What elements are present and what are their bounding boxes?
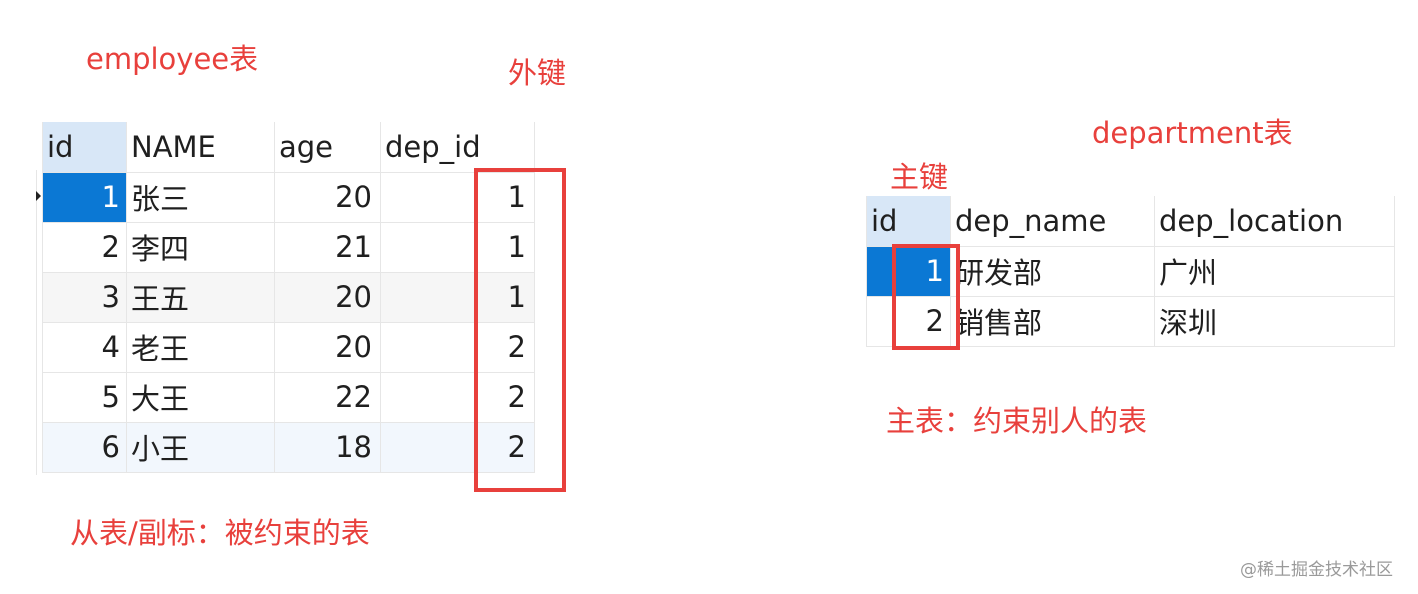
column-header-name[interactable]: NAME <box>126 122 275 173</box>
cell-age[interactable]: 20 <box>274 321 381 373</box>
column-header-id[interactable]: id <box>42 122 127 173</box>
department-table: id dep_name dep_location 1 研发部 广州 2 销售部 … <box>866 196 1395 347</box>
cell-age[interactable]: 20 <box>274 171 381 223</box>
cell-age[interactable]: 18 <box>274 421 381 473</box>
watermark: @稀土掘金技术社区 <box>1240 560 1393 580</box>
department-header-row: id dep_name dep_location <box>866 196 1395 247</box>
cell-id[interactable]: 2 <box>866 295 951 347</box>
cell-dep-id[interactable]: 2 <box>380 371 535 423</box>
cell-id[interactable]: 3 <box>42 271 127 323</box>
primary-key-label: 主键 <box>890 160 949 194</box>
cell-age[interactable]: 22 <box>274 371 381 423</box>
employee-header-row: id NAME age dep_id <box>42 122 535 173</box>
cell-id[interactable]: 4 <box>42 321 127 373</box>
table-row[interactable]: 1 研发部 广州 <box>866 245 1395 297</box>
employee-table-title: employee表 <box>86 42 259 76</box>
cell-name[interactable]: 大王 <box>126 371 275 423</box>
table-row[interactable]: 2 李四 21 1 <box>42 221 535 273</box>
table-row[interactable]: 2 销售部 深圳 <box>866 295 1395 347</box>
cell-name[interactable]: 王五 <box>126 271 275 323</box>
column-header-dep-location[interactable]: dep_location <box>1154 196 1395 247</box>
cell-dep-id[interactable]: 1 <box>380 221 535 273</box>
employee-grid-left-edge <box>36 170 37 475</box>
cell-dep-name[interactable]: 研发部 <box>950 245 1155 297</box>
cell-dep-location[interactable]: 广州 <box>1154 245 1395 297</box>
column-header-id[interactable]: id <box>866 196 951 247</box>
cell-id[interactable]: 6 <box>42 421 127 473</box>
cell-name[interactable]: 老王 <box>126 321 275 373</box>
cell-dep-location[interactable]: 深圳 <box>1154 295 1395 347</box>
column-header-dep-name[interactable]: dep_name <box>950 196 1155 247</box>
cell-age[interactable]: 20 <box>274 271 381 323</box>
cell-name[interactable]: 小王 <box>126 421 275 473</box>
table-row[interactable]: 5 大王 22 2 <box>42 371 535 423</box>
table-row[interactable]: 4 老王 20 2 <box>42 321 535 373</box>
table-row[interactable]: 1 张三 20 1 <box>42 171 535 223</box>
cell-name[interactable]: 李四 <box>126 221 275 273</box>
cell-id[interactable]: 2 <box>42 221 127 273</box>
cell-id[interactable]: 5 <box>42 371 127 423</box>
cell-id[interactable]: 1 <box>42 171 127 223</box>
foreign-key-label: 外键 <box>508 56 567 90</box>
cell-dep-id[interactable]: 1 <box>380 271 535 323</box>
cell-dep-id[interactable]: 2 <box>380 421 535 473</box>
current-row-marker-icon <box>36 191 41 201</box>
cell-dep-id[interactable]: 2 <box>380 321 535 373</box>
slave-table-note: 从表/副标：被约束的表 <box>70 516 370 550</box>
column-header-age[interactable]: age <box>274 122 381 173</box>
cell-dep-name[interactable]: 销售部 <box>950 295 1155 347</box>
cell-dep-id[interactable]: 1 <box>380 171 535 223</box>
table-row[interactable]: 6 小王 18 2 <box>42 421 535 473</box>
cell-id[interactable]: 1 <box>866 245 951 297</box>
table-row[interactable]: 3 王五 20 1 <box>42 271 535 323</box>
cell-age[interactable]: 21 <box>274 221 381 273</box>
master-table-note: 主表：约束别人的表 <box>886 404 1148 438</box>
department-table-title: department表 <box>1092 116 1293 150</box>
employee-table: id NAME age dep_id 1 张三 20 1 2 李四 21 1 3… <box>42 122 535 473</box>
column-header-dep-id[interactable]: dep_id <box>380 122 535 173</box>
cell-name[interactable]: 张三 <box>126 171 275 223</box>
